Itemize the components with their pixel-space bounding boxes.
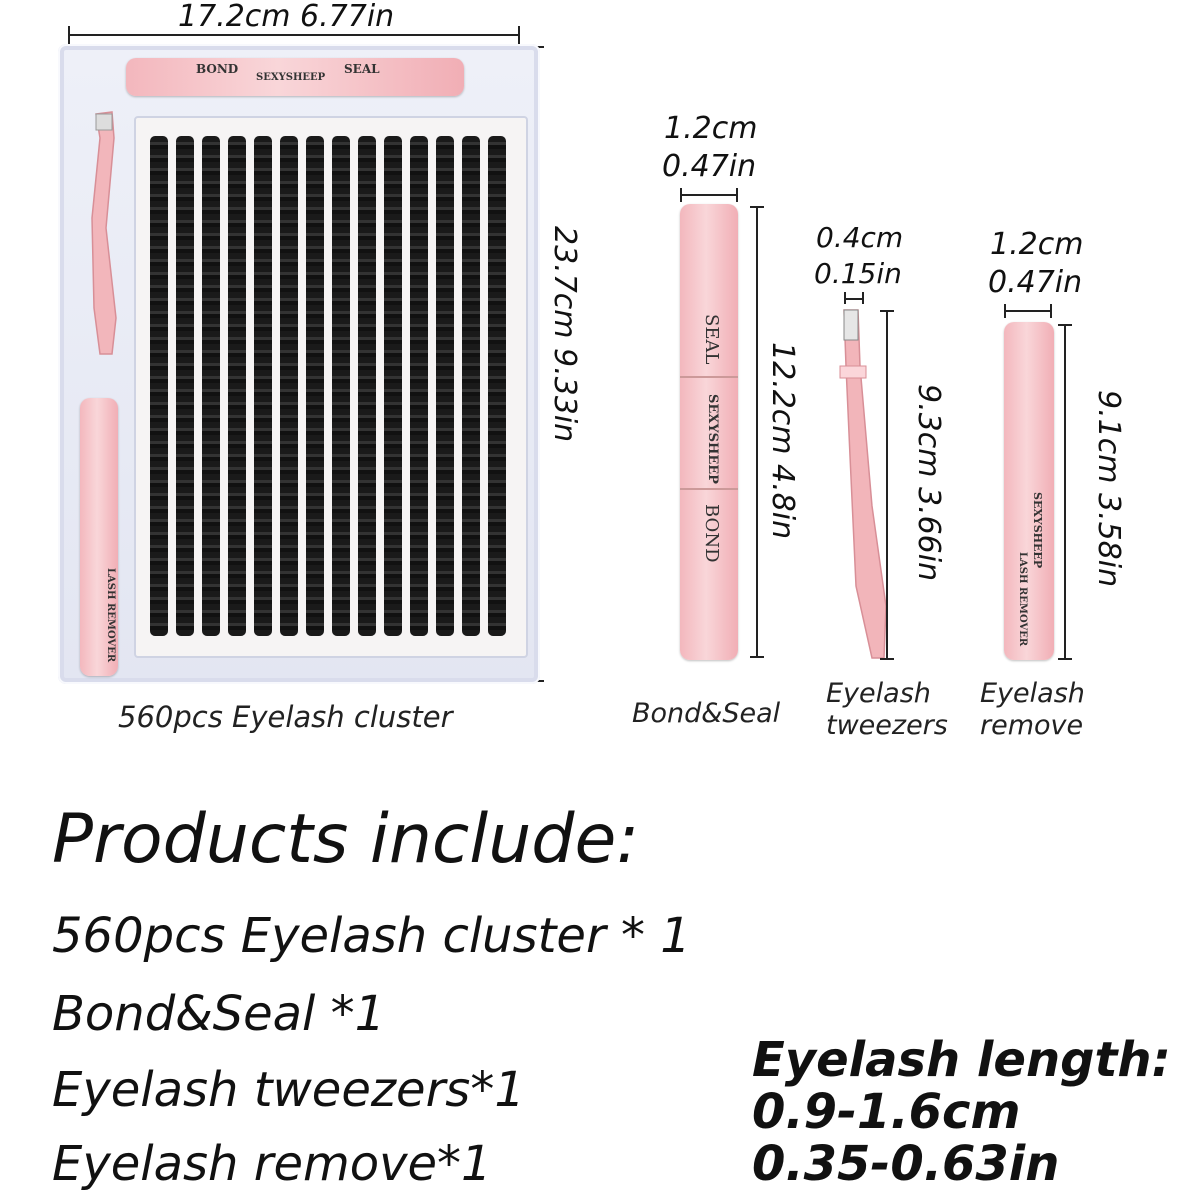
lash-strip xyxy=(488,136,506,636)
product-item-remover: Eyelash remove*1 xyxy=(52,1136,492,1192)
eyelash-length-cm: 0.9-1.6cm xyxy=(752,1084,1021,1140)
tray-width-tick-right xyxy=(518,26,520,44)
lash-strip xyxy=(436,136,454,636)
tray-height-label: 23.7cm 9.33in xyxy=(547,226,582,443)
tweezers-width-tick-left xyxy=(844,292,846,304)
tray-brand-label: SEXYSHEEP xyxy=(256,72,326,83)
tray-width-tick-left xyxy=(68,26,70,44)
bond-seal-height-tick-top xyxy=(750,206,764,208)
product-item-lash-cluster: 560pcs Eyelash cluster * 1 xyxy=(52,908,691,964)
lash-strip xyxy=(202,136,220,636)
remover-width-in: 0.47in xyxy=(988,265,1083,300)
tray-bond-seal-tube: BOND SEXYSHEEP SEAL xyxy=(126,58,464,96)
remover-height-tick-bottom xyxy=(1058,658,1072,660)
tweezers-width-tick-right xyxy=(862,292,864,304)
product-item-bond-seal: Bond&Seal *1 xyxy=(52,986,386,1042)
bond-seal-height-label: 12.2cm 4.8in xyxy=(765,342,800,540)
tray-bond-label: BOND xyxy=(196,62,239,76)
eyelash-cluster-panel xyxy=(134,116,528,658)
tweezers-caption-line1: Eyelash xyxy=(826,678,931,709)
bond-seal-height-line xyxy=(756,206,758,658)
lash-strip xyxy=(410,136,428,636)
product-item-tweezers: Eyelash tweezers*1 xyxy=(52,1062,525,1118)
products-heading: Products include: xyxy=(52,800,640,879)
tweezers-caption-line2: tweezers xyxy=(826,710,948,741)
remover-width-tick-right xyxy=(1050,304,1052,318)
bond-seal-width-cm: 1.2cm xyxy=(664,111,758,146)
bond-seal-caption: Bond&Seal xyxy=(632,698,781,729)
tray-lash-remover: LASH REMOVER xyxy=(80,398,118,676)
tray-seal-label: SEAL xyxy=(344,62,380,76)
remover-width-line xyxy=(1004,310,1052,312)
tray-remover-label: LASH REMOVER xyxy=(105,568,116,663)
tray-tweezers-icon xyxy=(91,111,117,355)
bond-seal-width-tick-right xyxy=(736,188,738,202)
tweezers-width-line xyxy=(844,298,864,300)
lash-strip xyxy=(332,136,350,636)
remover-height-tick-top xyxy=(1058,324,1072,326)
eyelash-length-in: 0.35-0.63in xyxy=(752,1136,1060,1192)
remover-caption-line2: remove xyxy=(980,710,1084,741)
bond-seal-width-in: 0.47in xyxy=(662,149,757,184)
tweezers-height-tick-bottom xyxy=(880,658,894,660)
lash-strip xyxy=(358,136,376,636)
remover-bottle: SEXYSHEEP LASH REMOVER xyxy=(1004,322,1054,660)
bond-seal-height-tick-bottom xyxy=(750,656,764,658)
tray-width-line xyxy=(68,34,520,36)
lash-strip xyxy=(306,136,324,636)
bond-seal-band-bottom xyxy=(680,488,738,490)
bond-seal-tube: SEAL SEXYSHEEP BOND xyxy=(680,204,738,660)
tray-caption: 560pcs Eyelash cluster xyxy=(118,700,453,734)
lash-strip xyxy=(228,136,246,636)
remover-width-cm: 1.2cm xyxy=(990,227,1084,262)
tweezers-height-line xyxy=(886,310,888,660)
eyelash-length-label: Eyelash length: xyxy=(752,1032,1171,1088)
tweezers-height-label: 9.3cm 3.66in xyxy=(911,384,946,582)
bond-seal-width-line xyxy=(680,194,738,196)
lash-strip xyxy=(176,136,194,636)
remover-brand-label: SEXYSHEEP xyxy=(1031,492,1044,569)
tray-width-label: 17.2cm 6.77in xyxy=(178,0,395,34)
remover-height-line xyxy=(1064,324,1066,660)
tweezers-width-in: 0.15in xyxy=(814,257,902,290)
bond-seal-bond-label: BOND xyxy=(701,504,722,563)
bond-seal-band-top xyxy=(680,376,738,378)
lash-strip xyxy=(280,136,298,636)
bond-seal-width-tick-left xyxy=(680,188,682,202)
tweezers-width-cm: 0.4cm xyxy=(816,221,904,254)
lash-strip xyxy=(150,136,168,636)
remover-caption-line1: Eyelash xyxy=(980,678,1085,709)
lash-strip xyxy=(462,136,480,636)
remover-height-label: 9.1cm 3.58in xyxy=(1091,390,1126,588)
remover-width-tick-left xyxy=(1004,304,1006,318)
tweezers-height-tick-top xyxy=(880,310,894,312)
remover-title-label: LASH REMOVER xyxy=(1017,552,1028,647)
lash-strip xyxy=(254,136,272,636)
bond-seal-brand-label: SEXYSHEEP xyxy=(705,394,720,484)
bond-seal-seal-label: SEAL xyxy=(701,314,722,365)
lash-strip xyxy=(384,136,402,636)
